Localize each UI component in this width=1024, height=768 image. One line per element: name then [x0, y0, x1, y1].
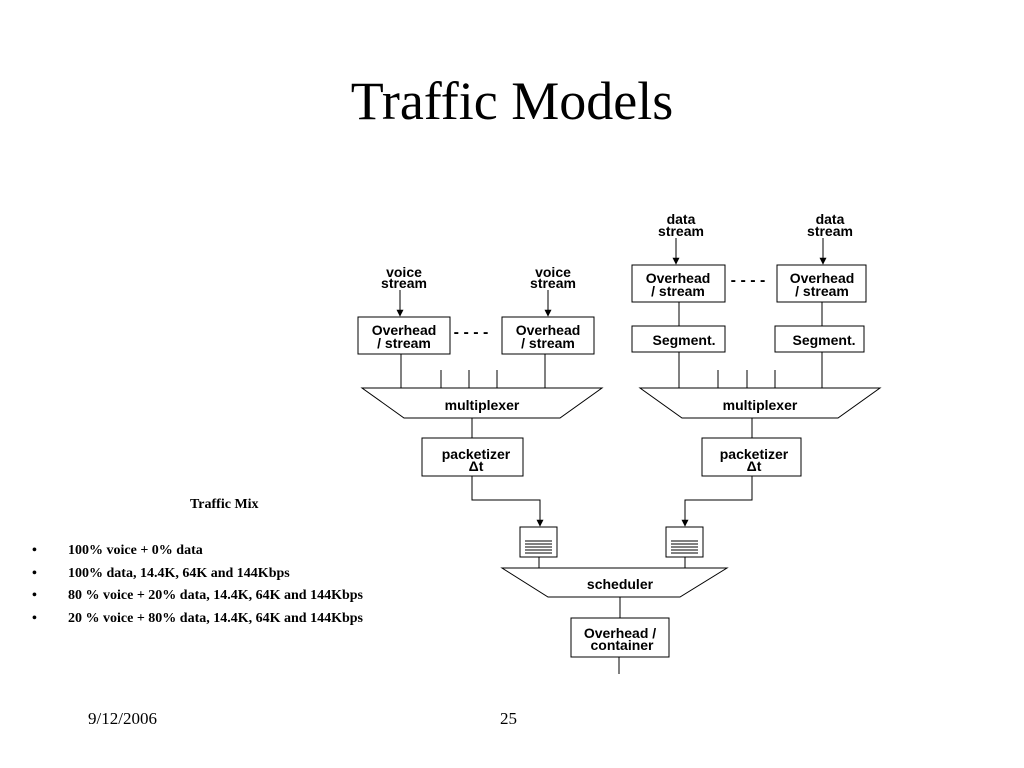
voice-multiplexer-shape	[360, 387, 604, 419]
data-multiplexer-label: multiplexer	[723, 397, 798, 413]
data-segment-2-label: Segment.	[792, 332, 855, 348]
voice-packetizer-line2: Δt	[469, 458, 484, 474]
data-segment-box-2	[774, 325, 865, 353]
data-stream-label-1-line2: stream	[658, 223, 704, 239]
slide-title: Traffic Models	[350, 71, 674, 131]
voice-overhead-box-2	[501, 316, 595, 355]
footer-date: 9/12/2006	[88, 709, 157, 728]
traffic-mix-item: 100% voice + 0% data	[30, 540, 363, 563]
container-label-line1: Overhead /	[584, 625, 656, 641]
page-number: 25	[500, 709, 517, 728]
voice-ellipsis: - - - -	[454, 324, 489, 341]
voice-overhead-1-line2: / stream	[377, 335, 431, 351]
data-stream-label-2-line2: stream	[807, 223, 853, 239]
scheduler-label: scheduler	[587, 576, 654, 592]
data-multiplexer-shape	[638, 387, 882, 419]
voice-stream-label-2-line2: stream	[530, 275, 576, 291]
data-packetizer-line2: Δt	[747, 458, 762, 474]
voice-stream-label-2-line1: voice	[535, 264, 571, 280]
voice-packetizer-to-queue	[471, 476, 544, 527]
data-segment-1-label: Segment.	[652, 332, 715, 348]
data-overhead-2-line1: Overhead	[790, 270, 855, 286]
data-packetizer-to-queue	[681, 476, 753, 527]
traffic-mix-list: 100% voice + 0% data 100% data, 14.4K, 6…	[30, 540, 363, 630]
data-stream-label-2-line1: data	[816, 211, 845, 227]
data-overhead-1-line2: / stream	[651, 283, 705, 299]
container-box	[570, 617, 670, 658]
container-label-line2: container	[590, 637, 654, 653]
voice-overhead-2-line1: Overhead	[516, 322, 581, 338]
data-overhead-2-line2: / stream	[795, 283, 849, 299]
traffic-mix-item: 80 % voice + 20% data, 14.4K, 64K and 14…	[30, 585, 363, 608]
voice-stream-label-1-line1: voice	[386, 264, 422, 280]
voice-overhead-box-1	[357, 316, 451, 355]
traffic-mix-item: 20 % voice + 80% data, 14.4K, 64K and 14…	[30, 608, 363, 631]
data-overhead-1-line1: Overhead	[646, 270, 711, 286]
voice-queue-lines	[525, 540, 552, 554]
voice-multiplexer-label: multiplexer	[445, 397, 520, 413]
voice-packetizer-line1: packetizer	[442, 446, 511, 462]
voice-stream-label-1-line2: stream	[381, 275, 427, 291]
scheduler-shape	[500, 567, 729, 598]
data-stream-label-1-line1: data	[667, 211, 696, 227]
traffic-mix-heading: Traffic Mix	[190, 497, 259, 512]
traffic-mix-item: 100% data, 14.4K, 64K and 144Kbps	[30, 563, 363, 586]
voice-overhead-2-line2: / stream	[521, 335, 575, 351]
data-ellipsis: - - - -	[731, 272, 766, 289]
voice-overhead-1-line1: Overhead	[372, 322, 437, 338]
data-packetizer-line1: packetizer	[720, 446, 789, 462]
data-queue-lines	[671, 540, 698, 554]
